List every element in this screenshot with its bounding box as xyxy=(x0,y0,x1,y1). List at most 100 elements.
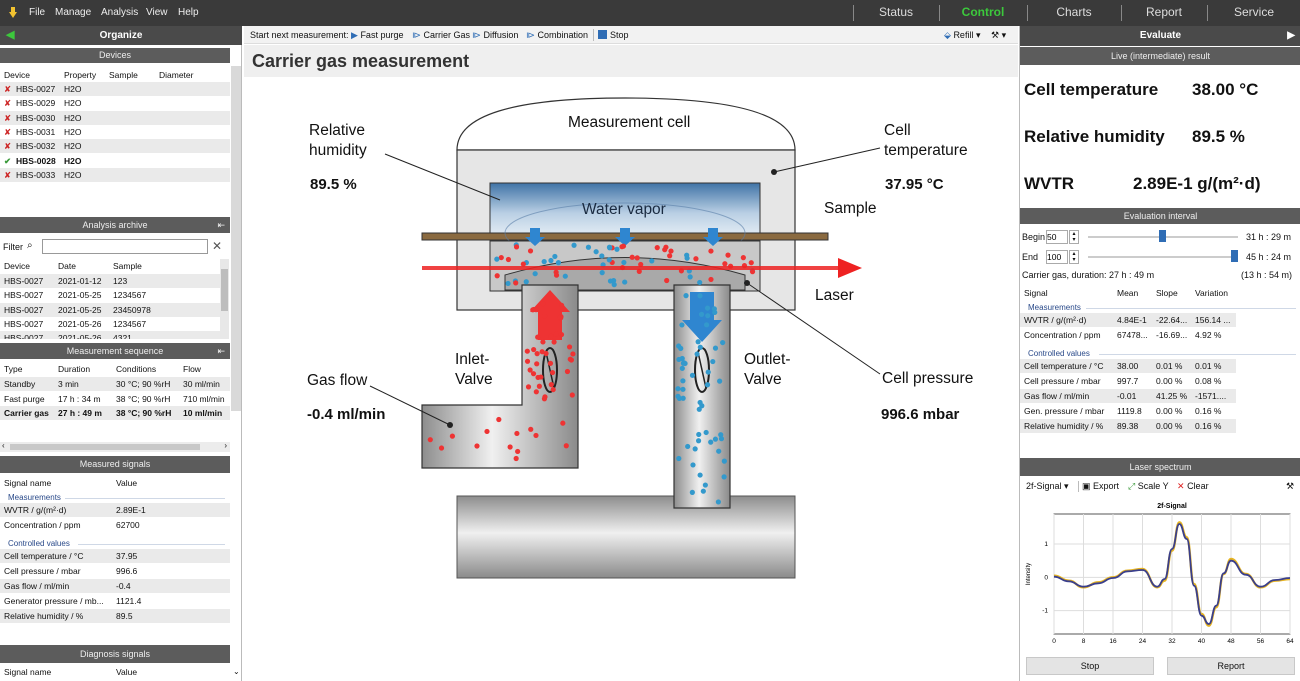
scroll-right-icon[interactable]: › xyxy=(224,441,227,450)
signal-cell: Relative humidity / % xyxy=(1024,421,1104,431)
col-duration[interactable]: Duration xyxy=(58,364,91,374)
col-sample[interactable]: Sample xyxy=(109,70,138,80)
clear-button[interactable]: ✕ Clear xyxy=(1177,481,1209,491)
pin-icon[interactable]: ⇤ xyxy=(217,220,225,230)
fast-purge-button[interactable]: ▶ Fast purge xyxy=(351,30,404,40)
signal-cell: 0.00 % xyxy=(1156,376,1183,386)
begin-input[interactable] xyxy=(1046,230,1068,244)
col-signal-name[interactable]: Signal name xyxy=(4,478,52,488)
menu-analysis[interactable]: Analysis xyxy=(101,7,139,18)
stop-button[interactable]: Stop xyxy=(1026,657,1154,675)
diffusion-button[interactable]: ⧐ Diffusion xyxy=(472,30,519,40)
device-property: H2O xyxy=(64,126,82,137)
nav-report[interactable]: Report xyxy=(1145,5,1183,19)
col-property[interactable]: Property xyxy=(64,70,97,80)
refill-button[interactable]: ⬙ Refill ▾ xyxy=(944,30,981,40)
clear-filter-icon[interactable]: ✕ xyxy=(212,239,223,253)
col-type[interactable]: Type xyxy=(4,364,23,374)
step-icon: ⧐ xyxy=(526,30,535,40)
x-tick-label: 64 xyxy=(1286,638,1294,645)
scale-y-button[interactable]: ⤢ Scale Y xyxy=(1128,481,1169,491)
end-input[interactable] xyxy=(1046,250,1068,264)
menu-manage[interactable]: Manage xyxy=(55,7,92,18)
device-id: HBS-0029 xyxy=(16,98,56,109)
nav-status[interactable]: Status xyxy=(878,5,914,19)
live-label-temp: Cell temperature xyxy=(1024,80,1159,99)
hscroll-thumb[interactable] xyxy=(10,444,200,450)
wrench-icon[interactable]: ⚒ ▾ xyxy=(991,30,1007,40)
signal-select[interactable]: 2f-Signal ▾ xyxy=(1026,481,1069,491)
report-button[interactable]: Report xyxy=(1167,657,1295,675)
live-header: Live (intermediate) result xyxy=(1020,47,1300,65)
device-property: H2O xyxy=(64,98,82,109)
combination-button[interactable]: ⧐ Combination xyxy=(526,30,589,40)
ct-label-line1: Cell xyxy=(884,122,911,139)
col-signal-name[interactable]: Signal name xyxy=(4,667,52,677)
col-value[interactable]: Value xyxy=(116,478,138,488)
diagnosis-table: Signal name Value xyxy=(0,665,230,679)
signal-cell: 62700 xyxy=(116,520,140,530)
col-signal[interactable]: Signal xyxy=(1024,288,1048,298)
col-mean[interactable]: Mean xyxy=(1117,288,1139,298)
pin-icon[interactable]: ⇤ xyxy=(217,346,225,356)
collapse-right-icon[interactable]: ▶ xyxy=(1287,30,1295,41)
chevron-down-icon[interactable]: ⌄ xyxy=(233,667,240,676)
col-device[interactable]: Device xyxy=(4,70,30,80)
col-variation[interactable]: Variation xyxy=(1195,288,1228,298)
carrier-gas-button[interactable]: ⧐ Carrier Gas xyxy=(412,30,471,40)
sequence-cell: Standby xyxy=(4,379,36,389)
begin-spinner[interactable]: ▴▾ xyxy=(1069,230,1079,244)
scroll-left-icon[interactable]: ‹ xyxy=(2,441,5,450)
export-button[interactable]: ▣ Export xyxy=(1082,481,1120,491)
col-date[interactable]: Date xyxy=(58,261,76,271)
col-flow[interactable]: Flow xyxy=(183,364,201,374)
rh-label-line1: Relative xyxy=(309,122,365,139)
col-diameter[interactable]: Diameter xyxy=(159,70,194,80)
nav-charts[interactable]: Charts xyxy=(1056,5,1092,19)
archive-scrollbar[interactable] xyxy=(220,259,229,339)
nav-control[interactable]: Control xyxy=(961,5,1005,19)
archive-scroll-thumb[interactable] xyxy=(221,269,228,311)
left-scrollbar[interactable] xyxy=(231,66,241,411)
archive-cell: 1234567 xyxy=(113,318,147,329)
sequence-hscrollbar[interactable]: ‹ › xyxy=(0,441,230,452)
end-slider-thumb[interactable] xyxy=(1231,250,1238,262)
end-spinner[interactable]: ▴▾ xyxy=(1069,250,1079,264)
col-conditions[interactable]: Conditions xyxy=(116,364,157,374)
wrench-icon[interactable]: ⚒ xyxy=(1286,481,1295,491)
end-slider-track[interactable] xyxy=(1088,256,1238,258)
col-slope[interactable]: Slope xyxy=(1156,288,1178,298)
laser-label: Laser xyxy=(815,287,854,304)
collapse-left-icon[interactable]: ◀ xyxy=(6,29,15,41)
col-device[interactable]: Device xyxy=(4,261,30,271)
menu-help[interactable]: Help xyxy=(178,7,199,18)
start-label: Start next measurement: xyxy=(250,30,349,40)
begin-slider-thumb[interactable] xyxy=(1159,230,1166,242)
menu-view[interactable]: View xyxy=(146,7,168,18)
filter-input[interactable] xyxy=(42,239,208,254)
stop-button[interactable]: Stop xyxy=(598,26,629,44)
left-panel: ◀ Organize Devices Device Property Sampl… xyxy=(0,26,242,681)
menu-file[interactable]: File xyxy=(29,7,46,18)
col-value[interactable]: Value xyxy=(116,667,138,677)
col-sample[interactable]: Sample xyxy=(113,261,142,271)
signal-cell: Gas flow / ml/min xyxy=(4,581,70,591)
signal-cell: 0.01 % xyxy=(1195,361,1222,371)
nav-service[interactable]: Service xyxy=(1233,5,1274,19)
